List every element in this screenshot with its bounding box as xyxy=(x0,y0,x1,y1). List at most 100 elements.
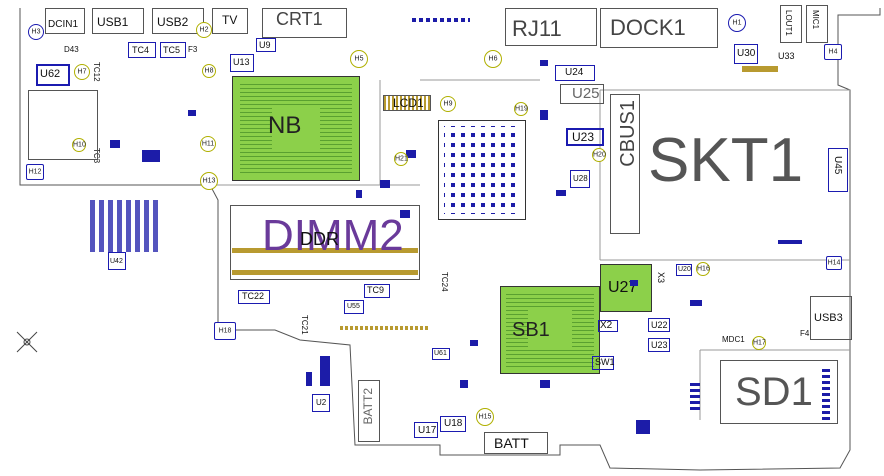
chip-u30 xyxy=(734,44,758,64)
chip-u9 xyxy=(256,38,276,52)
label-f3: F3 xyxy=(188,45,198,54)
pad xyxy=(412,18,470,22)
chip-u20 xyxy=(676,264,692,276)
pad xyxy=(406,150,416,158)
chip-u13 xyxy=(230,54,254,72)
mount-hole-h11: H11 xyxy=(200,136,216,152)
label-tc22: TC22 xyxy=(242,291,265,301)
mount-hole-h21: H21 xyxy=(394,152,408,166)
label-u17: U17 xyxy=(418,425,437,436)
chip-u61 xyxy=(432,348,450,360)
mount-hole-h1: H1 xyxy=(728,14,746,32)
mount-hole-h9: H9 xyxy=(440,96,456,112)
label-ddr: DDR xyxy=(300,229,339,249)
cap-tc4 xyxy=(128,42,156,58)
label-u62: U62 xyxy=(40,68,61,80)
connector-usb2 xyxy=(152,8,204,34)
chip-u18 xyxy=(440,416,466,432)
pad xyxy=(540,110,548,120)
label-sd: SD1 xyxy=(735,370,813,414)
connector-batt2 xyxy=(358,380,380,442)
chip-u23 xyxy=(566,128,604,146)
label-u20: U20 xyxy=(678,266,691,273)
label-mdc: MDC1 xyxy=(722,335,745,344)
pad xyxy=(306,372,312,386)
mount-hole-h19: H19 xyxy=(514,102,528,116)
pad xyxy=(690,300,702,306)
chip-u27 xyxy=(600,264,652,312)
connector-dimm xyxy=(230,205,420,280)
label-u25: U25 xyxy=(572,85,600,102)
chip-u23-lower xyxy=(648,338,670,352)
label-u13: U13 xyxy=(233,57,250,67)
pad xyxy=(556,190,566,196)
label-tc21: TC21 xyxy=(300,315,309,335)
connector-batt xyxy=(484,432,548,454)
connector-dcin xyxy=(45,8,85,34)
label-u24: U24 xyxy=(565,67,584,78)
cpu-socket xyxy=(438,120,526,220)
label-sw1: SW1 xyxy=(595,357,615,367)
label-u42: U42 xyxy=(110,258,123,265)
pad xyxy=(380,180,390,188)
label-dock: DOCK1 xyxy=(610,15,686,40)
connector-dock xyxy=(600,8,718,48)
pad xyxy=(690,380,700,410)
label-mic: MIC1 xyxy=(811,10,820,30)
label-tc3: TC3 xyxy=(92,148,101,164)
chip-nb-grid xyxy=(240,84,352,173)
chip-u28 xyxy=(570,170,590,188)
connector-usb1 xyxy=(92,8,144,34)
cap-tc22 xyxy=(238,290,270,304)
chip-u22 xyxy=(648,318,670,332)
label-tc5: TC5 xyxy=(163,45,181,55)
pad xyxy=(742,66,778,72)
label-tc12: TC12 xyxy=(92,62,101,82)
label-cbus: CBUS1 xyxy=(617,100,639,167)
chip-u24 xyxy=(555,65,595,81)
label-lout: LOUT1 xyxy=(784,10,793,36)
label-x2: X2 xyxy=(600,320,613,331)
pad xyxy=(630,280,638,286)
connector-tv xyxy=(212,8,248,34)
pad xyxy=(356,190,362,198)
mount-hole-h5: H5 xyxy=(350,50,368,68)
label-batt2: BATT2 xyxy=(361,388,375,425)
mount-hole-h4: H4 xyxy=(824,44,842,60)
label-u28: U28 xyxy=(573,174,588,183)
pad xyxy=(470,340,478,346)
label-u9: U9 xyxy=(259,40,271,50)
resistor-array xyxy=(90,200,158,252)
pad xyxy=(400,210,410,218)
chip-u62 xyxy=(36,64,70,86)
chip-u55 xyxy=(344,300,364,314)
connector-lout xyxy=(780,5,802,43)
chip-sb-grid xyxy=(506,292,594,368)
label-tc4: TC4 xyxy=(132,45,150,55)
label-usb2: USB2 xyxy=(157,15,189,29)
pad xyxy=(778,240,802,244)
mount-hole-h15: H15 xyxy=(476,408,494,426)
label-dcin: DCIN1 xyxy=(48,19,79,30)
pad xyxy=(142,150,160,162)
label-sb: SB1 xyxy=(512,319,550,341)
label-tc9: TC9 xyxy=(367,285,385,295)
cap-tc9 xyxy=(364,284,390,298)
pad xyxy=(110,140,120,148)
label-u33: U33 xyxy=(778,51,795,61)
pad xyxy=(188,110,196,116)
label-u2: U2 xyxy=(316,398,327,407)
label-u55: U55 xyxy=(347,303,360,310)
pad xyxy=(320,356,330,386)
crystal-x2 xyxy=(598,320,618,332)
pad xyxy=(340,326,430,330)
connector-rj xyxy=(505,8,597,46)
chip-u25 xyxy=(560,84,604,104)
chip-u42 xyxy=(108,252,126,270)
label-dimm: DIMM2 xyxy=(262,211,404,260)
pad xyxy=(460,380,468,388)
chip-u45 xyxy=(828,148,848,192)
connector-crt xyxy=(262,8,347,38)
